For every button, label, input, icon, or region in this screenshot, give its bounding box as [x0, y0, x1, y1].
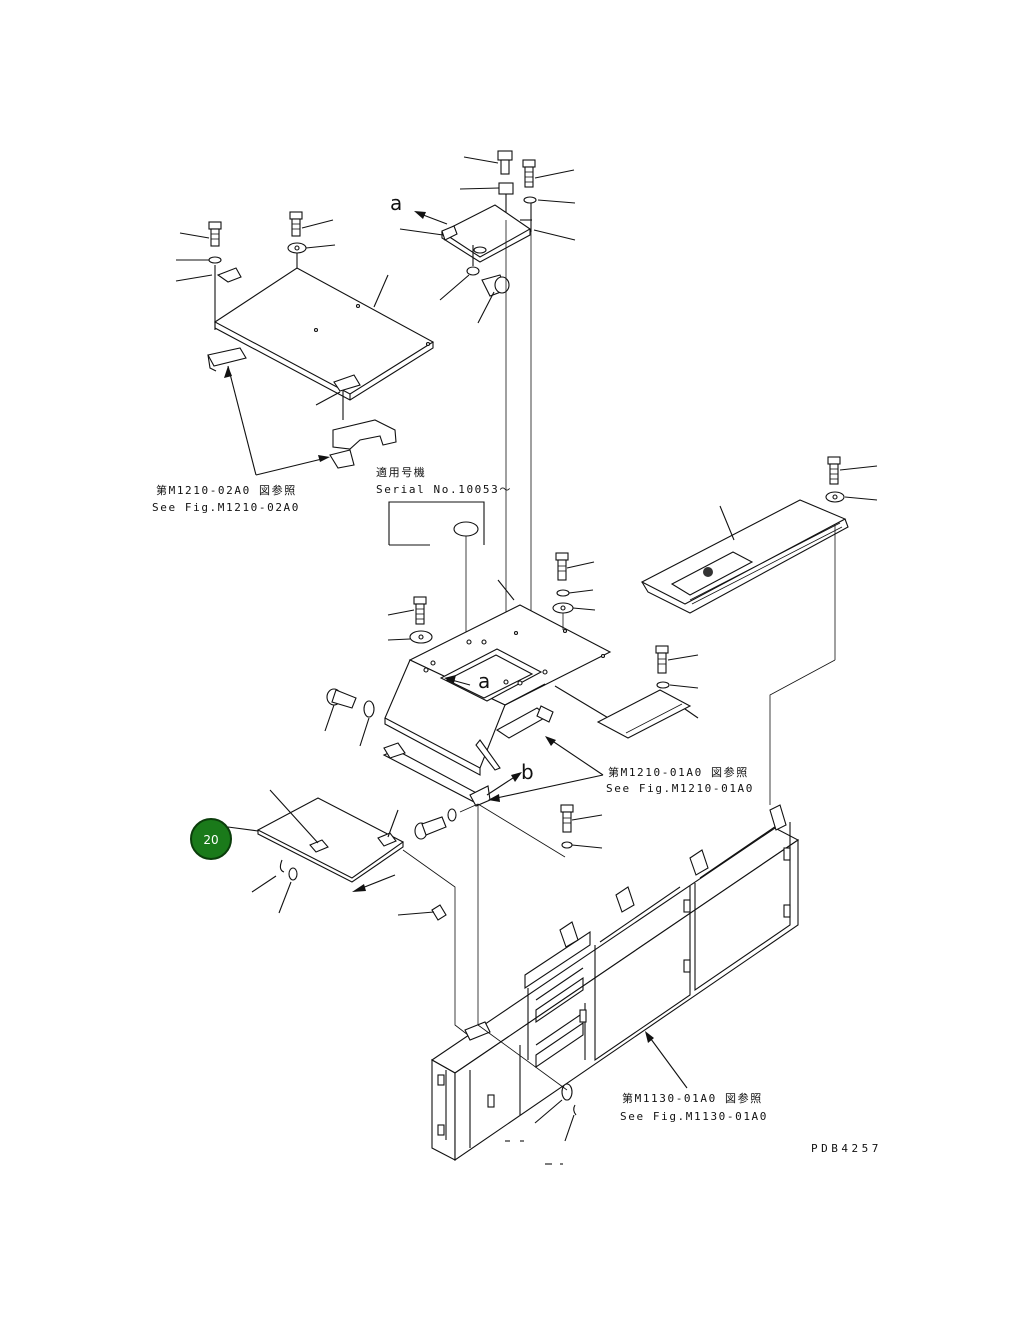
letter-b: b — [521, 760, 534, 784]
nut — [498, 182, 514, 195]
serial-note-en: Serial No.10053～ — [376, 483, 512, 496]
washer — [447, 808, 457, 822]
item-20-highlight[interactable] — [190, 818, 232, 860]
washer — [561, 1083, 573, 1101]
washer — [523, 196, 537, 204]
callout-en-m1210-01a0: See Fig.M1210-01A0 — [606, 782, 754, 795]
bottom-frame-group — [430, 804, 800, 1165]
bolt — [827, 456, 841, 485]
right-small-bracket-group — [596, 645, 699, 739]
washer — [363, 700, 375, 718]
right-cover-group — [640, 456, 878, 805]
serial-note-jp: 適用号機 — [376, 465, 426, 479]
washer — [556, 589, 570, 597]
bolt — [497, 150, 513, 175]
washer — [288, 867, 298, 881]
center-hood-group — [324, 579, 621, 807]
serial-note-box — [388, 501, 485, 545]
bolt — [481, 274, 510, 297]
washer — [656, 681, 670, 689]
letter-a-middle: a — [478, 669, 490, 693]
callout-jp-m1210-02a0: 第M1210-02A0 図参照 — [156, 483, 297, 497]
bolt — [560, 804, 574, 833]
washer — [208, 256, 222, 264]
bolt — [555, 552, 569, 581]
callout-jp-m1210-01a0: 第M1210-01A0 図参照 — [608, 765, 749, 779]
bolt — [326, 688, 357, 709]
left-plate-group — [227, 789, 469, 1036]
bolt — [208, 221, 222, 247]
washer — [466, 266, 480, 276]
bolt — [414, 816, 447, 840]
top-center-bracket-group — [399, 150, 576, 324]
washer — [561, 841, 573, 849]
callout-jp-m1130-01a0: 第M1130-01A0 図参照 — [622, 1091, 763, 1105]
center-hood-hardware — [552, 552, 596, 630]
bolt — [413, 596, 427, 625]
letter-a-top: a — [390, 191, 402, 215]
drawing-number: PDB4257 — [811, 1142, 882, 1155]
bolt — [522, 159, 536, 188]
top-left-cover-group — [175, 211, 435, 476]
bolt — [289, 211, 303, 237]
callout-en-m1130-01a0: See Fig.M1130-01A0 — [620, 1110, 768, 1123]
bolt — [655, 645, 669, 674]
item-20-label: 20 — [203, 833, 218, 847]
cap — [453, 521, 479, 537]
callout-en-m1210-02a0: See Fig.M1210-02A0 — [152, 501, 300, 514]
